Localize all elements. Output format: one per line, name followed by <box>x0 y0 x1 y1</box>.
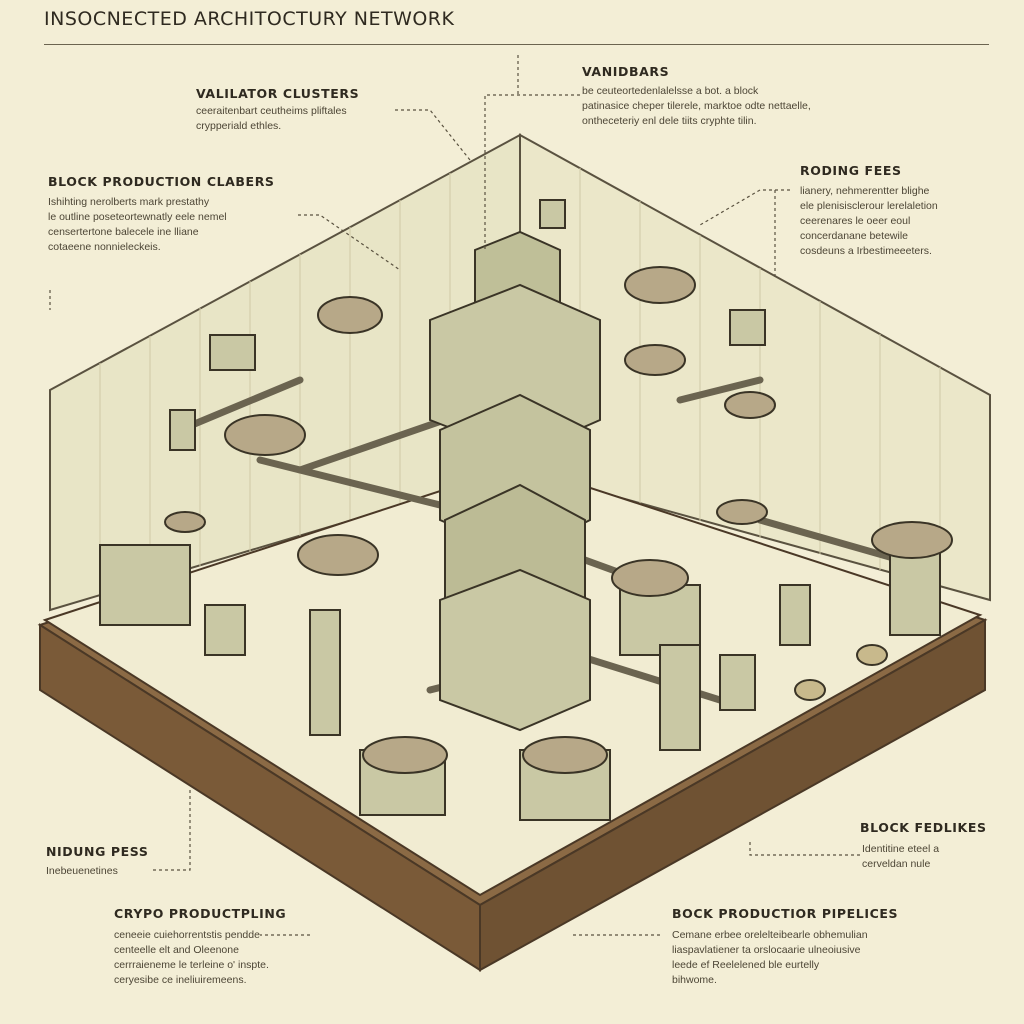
label-niding-pess-heading: NIDUNG PESS <box>46 844 149 859</box>
desc-line: ceryesibe ce ineliuiremeens. <box>114 974 247 986</box>
label-block-fedlikes-desc: Identitine eteel a cerveldan nule <box>862 842 939 872</box>
desc-line: bihwome. <box>672 974 717 986</box>
label-validator-desc: ceeraitenbart ceutheims pliftales cryppe… <box>196 104 347 134</box>
side-blocks <box>99 199 941 821</box>
label-vanidbars-heading: VANIDBARS <box>582 64 670 79</box>
title-divider <box>44 44 989 45</box>
desc-line: ceneeie cuiehorrentstis pendde <box>114 929 260 941</box>
coins <box>794 644 888 701</box>
label-crypto-heading: CRYPO PRODUCTPLING <box>114 906 287 921</box>
desc-line: crypperiald ethles. <box>196 120 282 132</box>
label-block-fedlikes-heading: BLOCK FEDLIKES <box>860 820 987 835</box>
desc-line: ceeraitenbart ceutheims pliftales <box>196 105 347 117</box>
desc-line: liaspavlatiener ta orslocaarie ulneoiusi… <box>672 944 861 956</box>
desc-line: leede ef Reelelened ble eurtelly <box>672 959 820 971</box>
label-bock-pipelices-heading: BOCK PRODUCTIOR PIPELICES <box>672 906 899 921</box>
label-vanidbars-desc: be ceuteortedenlalelsse a bot. a block p… <box>582 84 811 129</box>
label-roding-fees-desc: lianery, nehmerentter blighe ele plenisi… <box>800 184 938 259</box>
desc-line: Cemane erbee orelelteibearle obhemulian <box>672 929 868 941</box>
desc-line: concerdanane betewile <box>800 230 908 242</box>
label-bock-pipelices-desc: Cemane erbee orelelteibearle obhemulian … <box>672 928 868 988</box>
desc-line: cotaeene nonnieleckeis. <box>48 241 161 253</box>
earth-right-face <box>479 618 986 972</box>
central-tower <box>429 230 601 732</box>
desc-line: Ishihting nerolberts mark prestathy <box>48 196 210 208</box>
desc-line: censertertone balecele ine lliane <box>48 226 199 238</box>
desc-line: Identitine eteel a <box>862 843 940 855</box>
desc-line: cosdeuns a Irbestimeeeters. <box>800 245 932 257</box>
label-roding-fees-heading: RODING FEES <box>800 163 902 178</box>
label-block-production-heading: BLOCK PRODUCTION CLABERS <box>48 174 275 189</box>
desc-line: patinasice cheper tilerele, marktoe odte… <box>582 100 811 112</box>
page-title: INSOCNECTED ARCHITOCTURY NETWORK <box>44 8 455 30</box>
desc-line: ontheceteriy enl dele tiits cryphte tili… <box>582 115 757 127</box>
label-block-production-desc: Ishihting nerolberts mark prestathy le o… <box>48 195 227 255</box>
desc-line: ele plenisisclerour lerelaletion <box>800 200 938 212</box>
leader-lines <box>49 55 860 936</box>
label-crypto-desc: ceneeie cuiehorrentstis pendde centeelle… <box>114 928 269 988</box>
desc-line: cerveldan nule <box>862 858 931 870</box>
desc-line: ceerenares le oeer eoul <box>800 215 911 227</box>
desc-line: lianery, nehmerentter blighe <box>800 185 930 197</box>
label-niding-pess-desc: Inebeuenetines <box>46 864 118 879</box>
validator-nodes <box>164 266 953 774</box>
desc-line: be ceuteortedenlalelsse a bot. a block <box>582 85 759 97</box>
desc-line: centeelle elt and Oleenone <box>114 944 239 956</box>
desc-line: cerrraieneme le terleine o' inspte. <box>114 959 269 971</box>
desc-line: Inebeuenetines <box>46 865 118 877</box>
desc-line: le outline poseteortewnatly eele nemel <box>48 211 227 223</box>
label-validator-heading: VALILATOR CLUSTERS <box>196 86 360 101</box>
